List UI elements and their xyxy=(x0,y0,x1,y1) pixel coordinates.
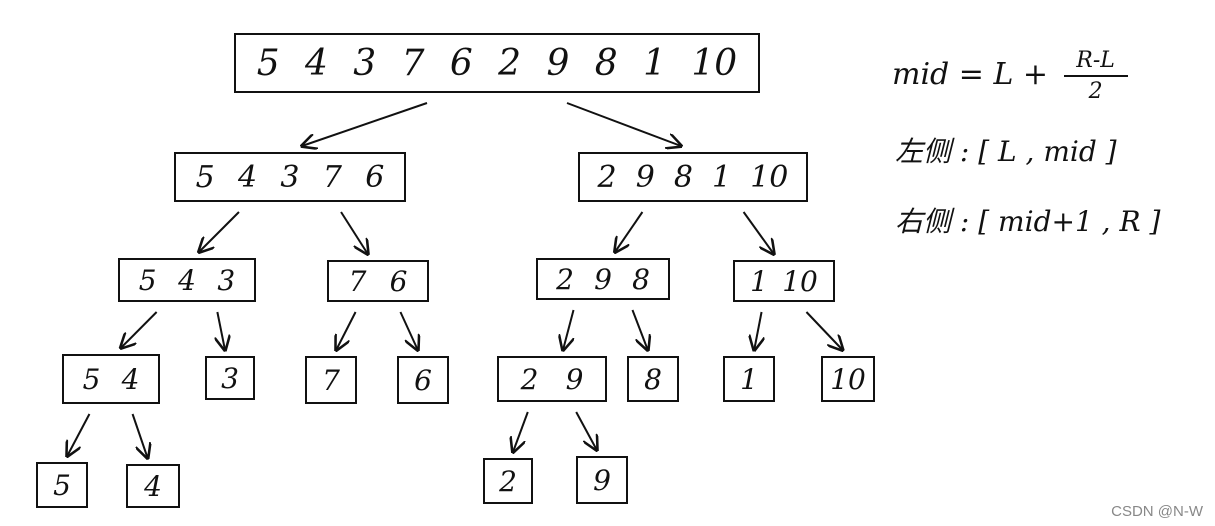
arrow-n4-to-n10 xyxy=(399,311,417,350)
array-node-n10: 6 xyxy=(397,356,449,404)
array-value: 9 xyxy=(594,262,612,296)
arrow-n11-to-n17 xyxy=(513,411,529,452)
arrow-n6-to-n13 xyxy=(754,311,761,350)
array-value: 10 xyxy=(750,159,789,195)
array-node-n8: 3 xyxy=(205,356,255,400)
array-value: 10 xyxy=(830,362,866,396)
mid-formula-lhs: mid = L + xyxy=(892,57,1049,92)
array-value: 2 xyxy=(499,464,517,498)
arrow-n4-to-n9 xyxy=(336,311,357,350)
array-value: 5 xyxy=(82,362,101,396)
mid-denominator: 2 xyxy=(1088,79,1103,104)
array-value: 10 xyxy=(782,264,818,298)
array-value: 7 xyxy=(401,42,425,84)
arrow-n2-to-n5 xyxy=(615,211,644,252)
array-value: 3 xyxy=(353,42,377,84)
arrow-n3-to-n7 xyxy=(121,311,158,348)
array-value: 10 xyxy=(691,42,738,84)
array-value: 1 xyxy=(750,264,768,298)
array-value: 9 xyxy=(565,362,584,396)
array-value: 8 xyxy=(632,262,650,296)
arrow-n0-to-n2 xyxy=(566,102,681,146)
array-node-n9: 7 xyxy=(305,356,357,404)
array-value: 6 xyxy=(449,42,473,84)
array-value: 2 xyxy=(556,262,574,296)
arrow-n11-to-n18 xyxy=(575,411,597,450)
array-value: 7 xyxy=(348,264,367,298)
array-value: 9 xyxy=(593,463,611,497)
arrow-n7-to-n16 xyxy=(131,413,148,458)
fraction-bar xyxy=(1063,75,1128,77)
watermark: CSDN @N-W xyxy=(1111,503,1203,520)
array-value: 1 xyxy=(712,159,732,195)
array-value: 5 xyxy=(195,159,215,195)
array-value: 4 xyxy=(178,263,196,297)
arrow-n6-to-n14 xyxy=(805,311,842,350)
array-value: 3 xyxy=(217,263,236,297)
array-node-n16: 4 xyxy=(126,464,180,508)
array-value: 6 xyxy=(365,159,385,195)
array-node-n17: 2 xyxy=(483,458,533,504)
array-value: 8 xyxy=(594,42,618,84)
array-node-n18: 9 xyxy=(576,456,628,504)
array-value: 7 xyxy=(322,363,340,397)
arrow-n5-to-n12 xyxy=(631,309,647,350)
mid-formula: mid = L + R-L 2 xyxy=(892,48,1128,104)
arrow-n7-to-n15 xyxy=(67,413,91,456)
array-value: 2 xyxy=(498,42,522,84)
array-value: 8 xyxy=(673,159,693,195)
array-value: 7 xyxy=(322,159,342,195)
mid-fraction: R-L 2 xyxy=(1063,48,1128,104)
right-range-note: 右侧 : [ mid+1 , R ] xyxy=(895,205,1161,238)
arrow-n0-to-n1 xyxy=(302,102,428,146)
arrow-n1-to-n3 xyxy=(199,211,240,252)
array-value: 4 xyxy=(121,362,140,396)
arrow-n2-to-n6 xyxy=(742,211,774,254)
array-value: 6 xyxy=(414,363,432,397)
arrow-n1-to-n4 xyxy=(340,211,368,254)
array-node-n12: 8 xyxy=(627,356,679,402)
mid-numerator: R-L xyxy=(1076,48,1115,73)
array-value: 2 xyxy=(597,159,617,195)
array-value: 4 xyxy=(304,42,328,84)
array-node-n15: 5 xyxy=(36,462,88,508)
array-value: 4 xyxy=(238,159,258,195)
left-range-note: 左侧 : [ L , mid ] xyxy=(895,135,1117,168)
array-value: 2 xyxy=(520,362,539,396)
arrow-n3-to-n8 xyxy=(217,311,225,350)
array-value: 1 xyxy=(643,42,666,84)
array-value: 4 xyxy=(144,469,162,503)
array-value: 3 xyxy=(280,159,300,195)
array-value: 3 xyxy=(221,361,239,395)
array-node-n13: 1 xyxy=(723,356,775,402)
array-value: 8 xyxy=(644,362,662,396)
array-value: 5 xyxy=(256,42,280,84)
array-value: 9 xyxy=(635,159,655,195)
array-node-n14: 10 xyxy=(821,356,875,402)
array-node-n6: 1 10 xyxy=(733,260,835,302)
array-value: 5 xyxy=(138,263,157,297)
array-value: 9 xyxy=(546,42,570,84)
array-value: 5 xyxy=(53,468,71,502)
array-value: 1 xyxy=(740,362,758,396)
array-value: 6 xyxy=(389,264,408,298)
arrow-n5-to-n11 xyxy=(563,309,575,350)
